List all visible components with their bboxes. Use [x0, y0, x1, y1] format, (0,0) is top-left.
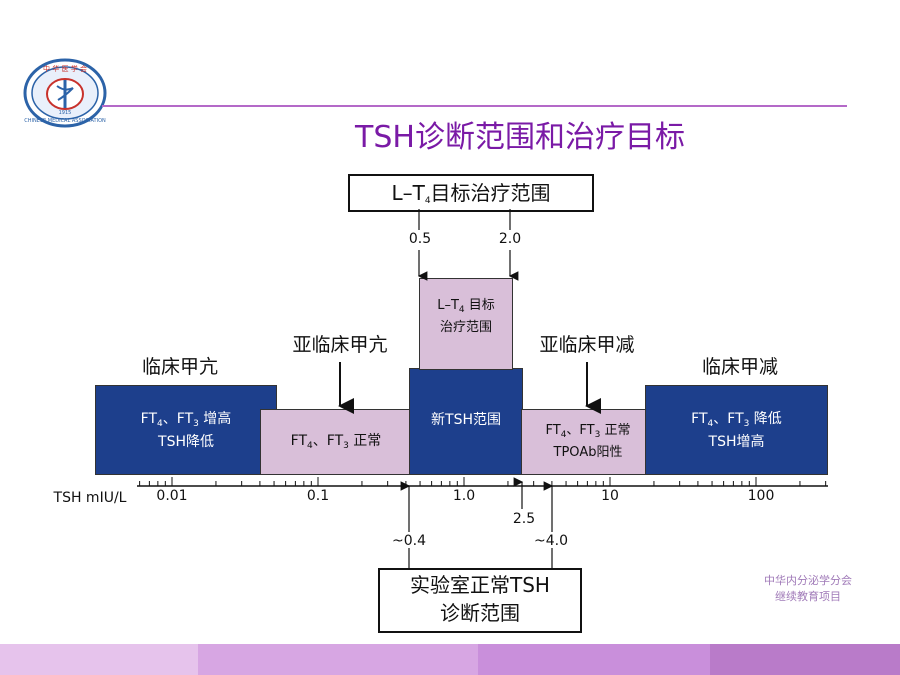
axis-label: TSH mIU/L: [53, 490, 127, 506]
lab-low-value: ~0.4: [392, 533, 426, 549]
target-range-label-sub: 4: [424, 196, 431, 206]
page-title: TSH诊断范围和治疗目标: [355, 120, 685, 155]
new-tsh-range-label: 新TSH范围: [431, 412, 501, 428]
target-inner-line2: 治疗范围: [439, 320, 492, 335]
watermark-line1: 中华内分泌学分会: [764, 574, 852, 587]
lab-range-line2: 诊断范围: [440, 601, 520, 625]
target-inner-box: L–T4 目标 治疗范围: [419, 278, 513, 370]
clinical-hypo-box: FT4、FT3 降低 TSH增高: [645, 385, 828, 475]
lab-range-box: 实验室正常TSH 诊断范围: [378, 568, 582, 633]
lab-range-line1: 实验室正常TSH: [410, 573, 550, 597]
clinical-hyper-title: 临床甲亢: [141, 356, 218, 378]
watermark: 中华内分泌学分会 继续教育项目: [748, 573, 868, 605]
tick-label-10: 10: [601, 488, 619, 504]
footer-band-1: [0, 644, 198, 675]
subclinical-hyper-title: 亚临床甲亢: [292, 334, 388, 356]
header-divider: [102, 105, 847, 107]
target-high-value: 2.0: [498, 231, 522, 247]
subclinical-hyper-box: FT4、FT3 正常: [260, 409, 412, 475]
svg-text:中 华 医 学 会: 中 华 医 学 会: [43, 64, 87, 73]
watermark-line2: 继续教育项目: [775, 590, 841, 603]
svg-text:CHINESE MEDICAL ASSOCIATION: CHINESE MEDICAL ASSOCIATION: [24, 118, 106, 124]
subclinical-hypo-title: 亚临床甲减: [539, 334, 635, 356]
tick-label-1-0: 1.0: [452, 488, 476, 504]
tick-label-0-1: 0.1: [306, 488, 330, 504]
target-range-label-pre: L–T: [391, 181, 425, 205]
subclinical-hyper-line1: FT4、FT3 正常: [290, 433, 382, 451]
subclinical-hypo-line1: FT4、FT3 正常: [545, 423, 631, 440]
footer-band-4: [710, 644, 900, 675]
target-range-label-post: 目标治疗范围: [430, 181, 551, 205]
tick-label-0-01: 0.01: [156, 488, 188, 504]
marker-25-label: 2.5: [512, 511, 536, 527]
clinical-hyper-line2: TSH降低: [158, 434, 214, 450]
target-inner-line1: L–T4 目标: [437, 298, 495, 315]
new-tsh-range-box: 新TSH范围: [409, 368, 523, 475]
clinical-hypo-title: 临床甲减: [701, 356, 778, 378]
axis-minor-ticks: [139, 477, 827, 486]
target-range-box: L–T4目标治疗范围: [348, 174, 594, 212]
target-low-value: 0.5: [408, 231, 432, 247]
subclinical-hypo-line2: TPOAb阳性: [553, 445, 623, 460]
clinical-hyper-box: FT4、FT3 增高 TSH降低: [95, 385, 277, 475]
clinical-hypo-line2: TSH增高: [708, 434, 765, 450]
lab-high-value: ~4.0: [534, 533, 568, 549]
clinical-hyper-line1: FT4、FT3 增高: [140, 411, 232, 429]
svg-text:1915: 1915: [59, 110, 72, 116]
cma-logo: 中 华 医 学 会 CHINESE MEDICAL ASSOCIATION 19…: [22, 58, 108, 128]
tick-label-100: 100: [747, 488, 775, 504]
footer-band-3: [478, 644, 710, 675]
clinical-hypo-line1: FT4、FT3 降低: [691, 411, 782, 429]
footer-band-2: [198, 644, 478, 675]
